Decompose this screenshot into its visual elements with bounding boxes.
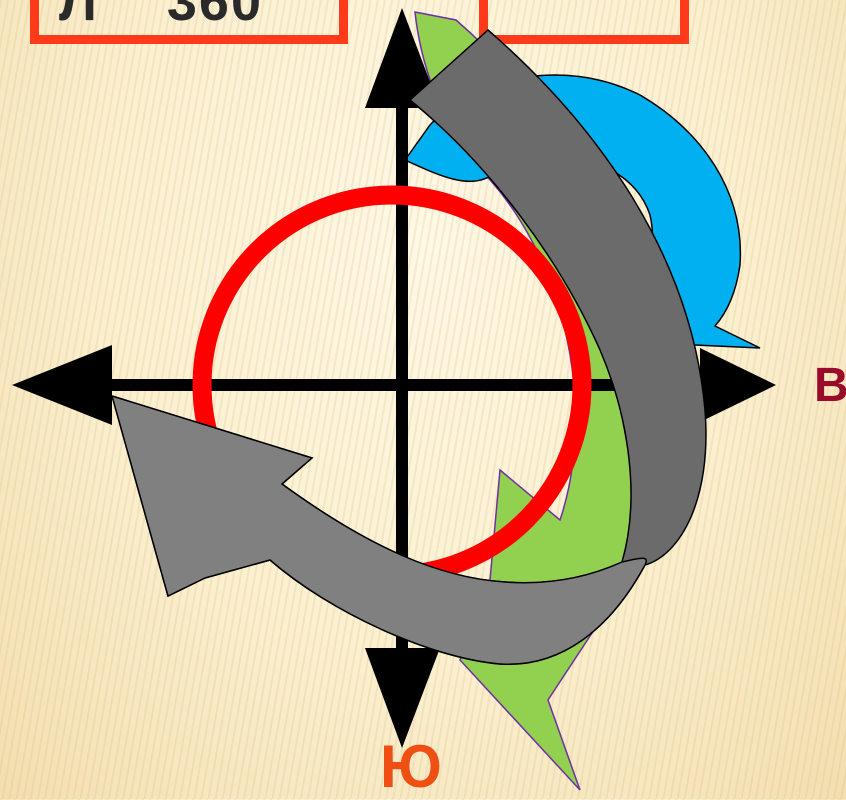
east-direction-label: В [814, 362, 846, 410]
south-direction-label: Ю [380, 737, 442, 797]
